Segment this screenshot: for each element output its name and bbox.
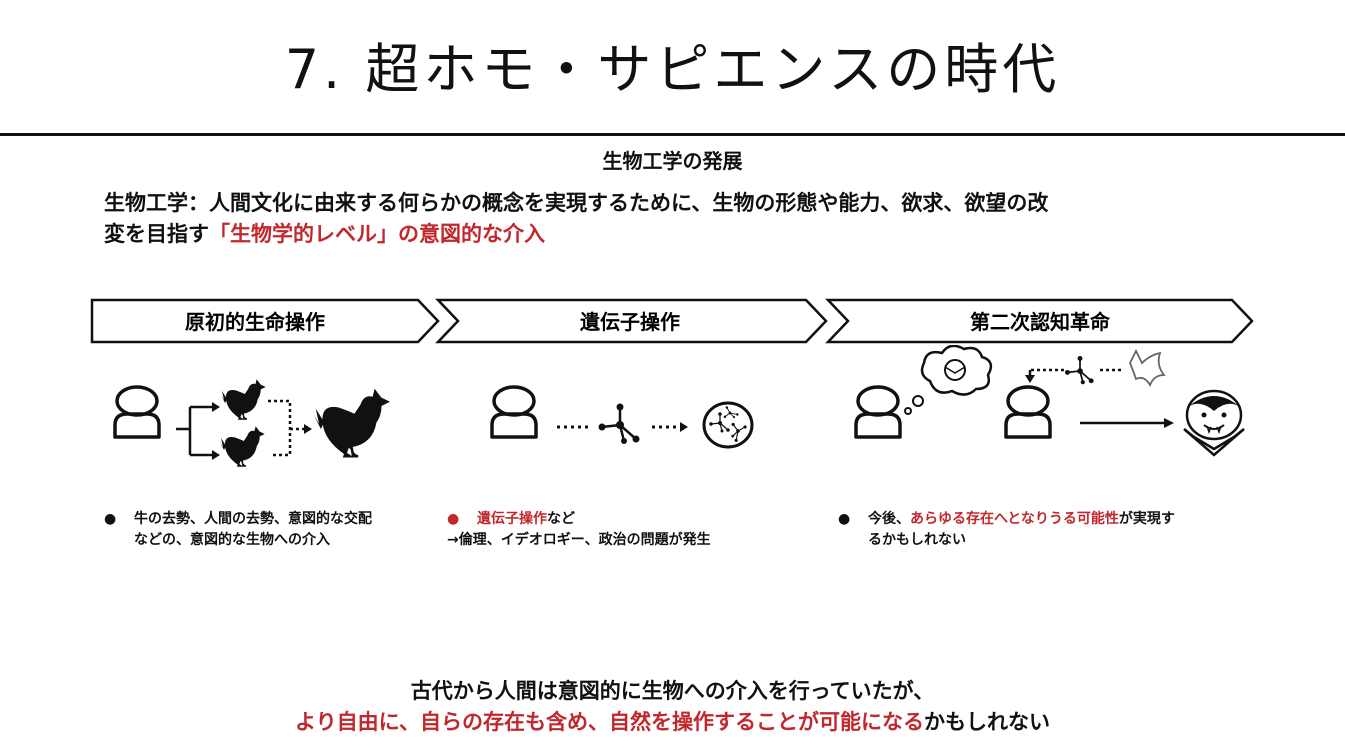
bullet-prefix: 今後、 xyxy=(868,511,910,527)
stage-label-2: 遺伝子操作 xyxy=(580,310,680,334)
definition-prefix: 変を目指す xyxy=(104,222,209,246)
chicken-icon xyxy=(219,427,264,467)
arrow-icon xyxy=(1164,418,1174,428)
bullet-suffix: など xyxy=(547,511,575,527)
definition-line-2: 変を目指す「生物学的レベル」の意図的な介入 xyxy=(104,219,1254,250)
stage-illustrations xyxy=(113,345,1245,467)
bullet-suffix: が実現す xyxy=(1118,511,1175,527)
person-icon xyxy=(854,385,902,439)
molecule-icon xyxy=(1064,355,1095,386)
chevron-stage-3: 第二次認知革命 xyxy=(825,298,1254,344)
bullet-dot: ● xyxy=(447,511,460,527)
person-icon xyxy=(113,385,161,439)
stage-1-bullet: ● 牛の去勢、人間の去勢、意図的な交配 などの、意図的な生物への介入 xyxy=(104,509,444,551)
merge-connector xyxy=(268,399,304,457)
definition-highlight: 「生物学的レベル」の意図的な介入 xyxy=(209,222,545,246)
bullet-dot: ● xyxy=(104,511,117,527)
bullet-highlight: 遺伝子操作 xyxy=(477,511,547,527)
stage-label-3: 第二次認知革命 xyxy=(970,310,1111,334)
title-divider xyxy=(0,133,1345,136)
definition-line-1: 生物工学：人間文化に由来する何らかの概念を実現するために、生物の形態や能力、欲求… xyxy=(104,191,1049,215)
slide-title: 7. 超ホモ・サピエンスの時代 xyxy=(284,38,1061,101)
stage-label-1: 原初的生命操作 xyxy=(185,310,325,334)
stage-chevrons: 原初的生命操作 遺伝子操作 第二次認知革命 xyxy=(90,298,1254,344)
chevron-stage-1: 原初的生命操作 xyxy=(90,298,440,344)
chevron-stage-2: 遺伝子操作 xyxy=(435,298,828,344)
stage-3-illustration xyxy=(854,345,1245,457)
stage-3-bullet: ● 今後、あらゆる存在へとなりうる可能性が実現す るかもしれない xyxy=(838,509,1258,551)
conclusion-line-2: より自由に、自らの存在も含め、自然を操作することが可能になるかもしれない xyxy=(0,707,1345,738)
stage-2-illustration xyxy=(490,385,754,449)
molecule-icon xyxy=(597,402,641,446)
conclusion-suffix: かもしれない xyxy=(923,710,1050,734)
bullet-line-2: などの、意図的な生物への介入 xyxy=(134,532,330,548)
bullet-line-2: →倫理、イデオロギー、政治の問題が発生 xyxy=(447,532,711,548)
bullet-line-1: 牛の去勢、人間の去勢、意図的な交配 xyxy=(134,511,372,527)
conclusion-highlight: より自由に、自らの存在も含め、自然を操作することが可能になる xyxy=(295,710,924,734)
person-icon xyxy=(1004,385,1052,439)
chicken-icon xyxy=(312,390,389,458)
person-icon xyxy=(490,385,538,439)
chicken-icon xyxy=(220,380,265,420)
stage-2-bullet: ● 遺伝子操作など →倫理、イデオロギー、政治の問題が発生 xyxy=(447,509,807,551)
bullet-highlight: あらゆる存在へとなりうる可能性 xyxy=(910,511,1119,527)
arrow-icon xyxy=(680,422,688,432)
bullet-dot: ● xyxy=(838,511,851,527)
bullet-line-1: 遺伝子操作など xyxy=(447,509,807,530)
thought-bubble-icon xyxy=(904,345,993,415)
stage-1-illustration xyxy=(113,380,389,467)
definition-text: 生物工学：人間文化に由来する何らかの概念を実現するために、生物の形態や能力、欲求… xyxy=(104,188,1254,250)
cell-icon xyxy=(702,401,754,449)
conclusion-text: 古代から人間は意図的に生物への介入を行っていたが、 より自由に、自らの存在も含め… xyxy=(0,676,1345,738)
vampire-icon xyxy=(1183,389,1245,457)
bullet-line-2: るかもしれない xyxy=(868,532,966,548)
bat-icon xyxy=(1129,348,1166,388)
branch-connector xyxy=(176,405,212,457)
conclusion-line-1: 古代から人間は意図的に生物への介入を行っていたが、 xyxy=(410,679,935,703)
bullet-line-1: 今後、あらゆる存在へとなりうる可能性が実現す xyxy=(838,509,1258,530)
slide-subtitle: 生物工学の発展 xyxy=(602,149,743,173)
